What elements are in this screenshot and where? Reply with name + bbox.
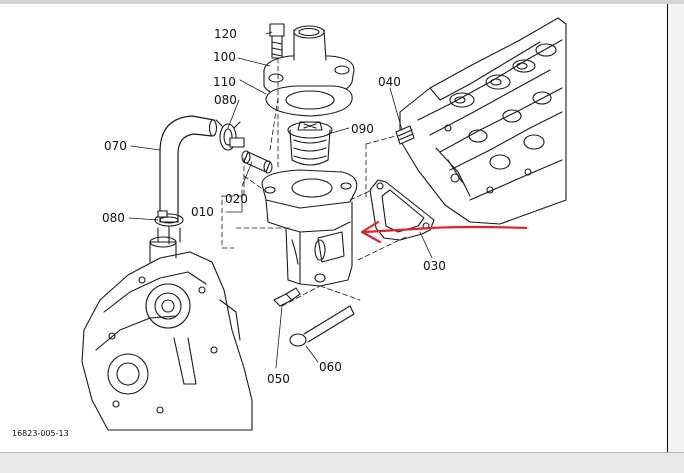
cylinder-head bbox=[399, 17, 567, 225]
bolt-050 bbox=[273, 287, 301, 307]
frame-bottom-bar bbox=[0, 452, 684, 473]
assembly-lines bbox=[221, 57, 409, 307]
thermostat-gasket bbox=[265, 85, 353, 117]
label-050: 050 bbox=[267, 372, 290, 386]
highlight-arrow bbox=[360, 220, 528, 244]
frame-top-bar bbox=[0, 0, 684, 4]
bypass-pipe bbox=[241, 150, 273, 174]
hose-clamp-top bbox=[215, 119, 245, 151]
drawing-code: 16823-005-13 bbox=[12, 429, 69, 438]
frame-right-separator bbox=[667, 4, 668, 452]
label-080-bottom: 080 bbox=[102, 211, 125, 225]
label-090: 090 bbox=[351, 122, 374, 136]
label-030: 030 bbox=[423, 259, 446, 273]
housing-gasket bbox=[369, 179, 435, 241]
label-010: 010 bbox=[191, 205, 214, 219]
label-120: 120 bbox=[214, 27, 237, 41]
label-040: 040 bbox=[378, 75, 401, 89]
label-060: 060 bbox=[319, 360, 342, 374]
label-020: 020 bbox=[225, 192, 248, 206]
label-080-top: 080 bbox=[214, 93, 237, 107]
label-070: 070 bbox=[104, 139, 127, 153]
label-100: 100 bbox=[213, 50, 236, 64]
thermostat-housing bbox=[261, 169, 358, 287]
label-110: 110 bbox=[213, 75, 236, 89]
frame-right-bar bbox=[668, 4, 684, 452]
thermostat bbox=[287, 121, 333, 166]
bolt-120 bbox=[269, 23, 285, 59]
leader-lines bbox=[128, 31, 433, 369]
hose-clamp-bottom bbox=[154, 210, 184, 245]
part-labels: 120 100 110 080 070 020 010 080 090 040 … bbox=[12, 27, 446, 438]
bolt-060 bbox=[289, 305, 355, 347]
plug-040 bbox=[395, 125, 415, 145]
water-pump-housing bbox=[81, 236, 253, 431]
